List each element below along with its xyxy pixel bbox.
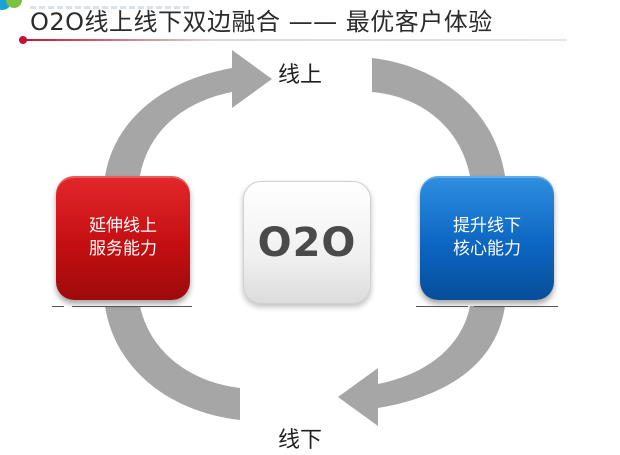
offline-label: 线下: [278, 428, 323, 453]
arrow-left-bottom: [105, 306, 240, 420]
arrow-left-top: [105, 50, 272, 176]
logo-watermark: [30, 6, 190, 9]
online-service-box: 延伸线上 服务能力: [56, 176, 190, 300]
title-divider: [22, 39, 567, 41]
offline-core-text: 提升线下 核心能力: [453, 216, 521, 259]
online-label: 线上: [278, 63, 323, 88]
arrow-right-top: [372, 58, 505, 176]
offline-core-box: 提升线下 核心能力: [420, 176, 554, 300]
underline-right: [474, 306, 558, 307]
underline-left-short: [52, 306, 64, 307]
underline-right-short: [416, 306, 468, 307]
page-title: O2O线上线下双边融合 —— 最优客户体验: [30, 8, 493, 36]
o2o-center-box: O2O: [243, 181, 371, 304]
arrow-right-bottom: [338, 306, 505, 426]
title-bullet-icon: [19, 36, 27, 44]
logo-icon: [0, 0, 26, 14]
online-service-text: 延伸线上 服务能力: [89, 216, 157, 259]
o2o-center-text: O2O: [257, 219, 357, 266]
underline-left: [72, 306, 192, 307]
